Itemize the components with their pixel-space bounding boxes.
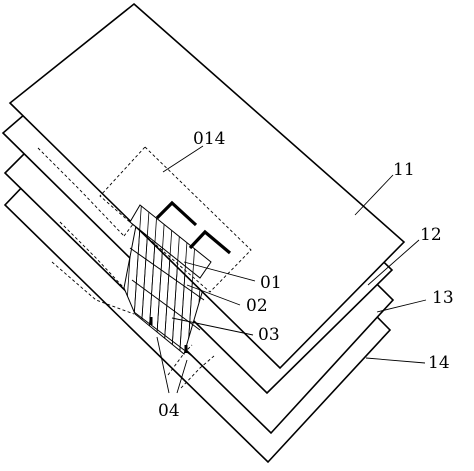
plate-layer-11 [8, 2, 406, 370]
label-04: 04 [158, 401, 180, 421]
dashed-region-014 [99, 146, 252, 293]
leader-lines [156, 145, 427, 394]
label-14: 14 [428, 353, 450, 373]
label-12: 12 [420, 225, 442, 245]
bracket-lower [188, 229, 232, 255]
label-01: 01 [260, 273, 282, 293]
label-11: 11 [393, 160, 415, 180]
label-13: 13 [432, 288, 454, 308]
label-014: 014 [193, 129, 225, 149]
bracket-upper [155, 200, 198, 227]
label-03: 03 [258, 325, 280, 345]
label-02: 02 [246, 296, 268, 316]
